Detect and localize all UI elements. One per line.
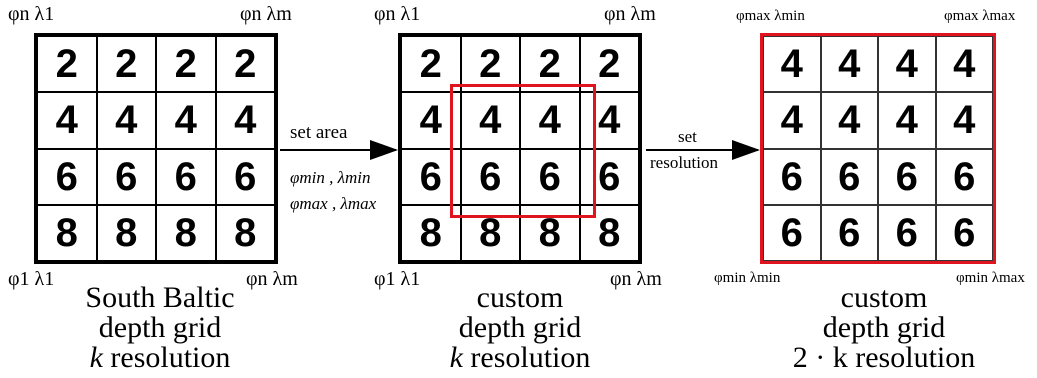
grid-cell: 4 bbox=[878, 92, 936, 149]
grid-cell: 6 bbox=[820, 148, 878, 205]
resolution-word: resolution bbox=[462, 341, 591, 374]
caption-line: custom bbox=[840, 281, 928, 314]
grid-cell: 4 bbox=[215, 92, 275, 149]
grid-cell: 4 bbox=[820, 36, 878, 93]
grid-cell: 2 bbox=[96, 36, 156, 93]
grid-cell: 4 bbox=[935, 92, 993, 149]
grid-cell: 4 bbox=[820, 92, 878, 149]
grid-cell: 6 bbox=[37, 148, 97, 205]
grid1-corner-top-left: φn λ1 bbox=[8, 3, 55, 25]
grid2-caption: custom depth grid k resolution bbox=[400, 283, 640, 373]
grid-cell: 4 bbox=[460, 92, 520, 149]
grid-cell: 6 bbox=[935, 148, 993, 205]
grid-cell: 6 bbox=[156, 148, 216, 205]
grid-cell: 6 bbox=[763, 148, 821, 205]
grid-cell: 6 bbox=[878, 204, 936, 261]
grid-cell: 6 bbox=[935, 204, 993, 261]
grid-cell: 8 bbox=[96, 204, 156, 261]
grid-cell: 6 bbox=[460, 148, 520, 205]
grid-cell: 8 bbox=[460, 204, 520, 261]
grid-cell: 6 bbox=[878, 148, 936, 205]
grid-cell: 2 bbox=[215, 36, 275, 93]
caption-line: k resolution bbox=[400, 343, 640, 373]
grid-cell: 4 bbox=[763, 92, 821, 149]
resolution-factor: k bbox=[449, 341, 463, 374]
grid3-corner-top-left: φmax λmin bbox=[736, 8, 805, 24]
grid3-corner-bottom-left: φmin λmin bbox=[714, 270, 781, 286]
resolution-word: resolution bbox=[847, 341, 976, 374]
grid2-corner-bottom-left: φ1 λ1 bbox=[374, 268, 421, 290]
resolution-label: resolution bbox=[650, 153, 718, 172]
resolution-factor: k bbox=[89, 341, 103, 374]
grid-cell: 4 bbox=[579, 92, 639, 149]
caption-line: South Baltic bbox=[85, 281, 235, 314]
resolution-word: resolution bbox=[102, 341, 231, 374]
grid-cell: 4 bbox=[401, 92, 461, 149]
grid2-corner-top-left: φn λ1 bbox=[374, 3, 421, 25]
grid3-corner-bottom-right: φmin λmax bbox=[956, 270, 1025, 286]
resolution-factor: 2 · k bbox=[792, 341, 848, 374]
grid-cell: 2 bbox=[37, 36, 97, 93]
caption-line: 2 · k resolution bbox=[764, 343, 1004, 373]
grid-cell: 6 bbox=[401, 148, 461, 205]
grid-cell: 2 bbox=[156, 36, 216, 93]
grid-cell: 6 bbox=[579, 148, 639, 205]
grid-cell: 2 bbox=[520, 36, 580, 93]
grid-cell: 4 bbox=[156, 92, 216, 149]
grid-cell: 8 bbox=[156, 204, 216, 261]
caption-line: depth grid bbox=[458, 311, 582, 344]
grid-cell: 6 bbox=[763, 204, 821, 261]
grid-cell: 4 bbox=[763, 36, 821, 93]
grid-cell: 4 bbox=[878, 36, 936, 93]
grid-cell: 8 bbox=[520, 204, 580, 261]
caption-line: depth grid bbox=[822, 311, 946, 344]
grid-cell: 6 bbox=[215, 148, 275, 205]
grid2-corner-top-right: φn λm bbox=[604, 3, 656, 25]
grid-cell: 4 bbox=[520, 92, 580, 149]
grid1-caption: South Baltic depth grid k resolution bbox=[40, 283, 280, 373]
grid-cell: 2 bbox=[401, 36, 461, 93]
caption-line: custom bbox=[476, 281, 564, 314]
grid3-corner-top-right: φmax λmax bbox=[944, 8, 1016, 24]
grid1-corner-top-right: φn λm bbox=[240, 3, 292, 25]
grid2-corner-bottom-right: φn λm bbox=[610, 268, 662, 290]
grid-cell: 2 bbox=[579, 36, 639, 93]
grid-cell: 8 bbox=[579, 204, 639, 261]
grid-cell: 4 bbox=[37, 92, 97, 149]
grid-cell: 8 bbox=[215, 204, 275, 261]
grid-cell: 6 bbox=[820, 204, 878, 261]
grid-cell: 8 bbox=[401, 204, 461, 261]
area-max-coords: φmax , λmax bbox=[290, 194, 377, 213]
area-min-coords: φmin , λmin bbox=[290, 168, 371, 187]
caption-line: k resolution bbox=[40, 343, 280, 373]
grid-cell: 4 bbox=[96, 92, 156, 149]
grid-cell: 4 bbox=[935, 36, 993, 93]
set-area-label: set area bbox=[290, 122, 348, 143]
grid3-caption: custom depth grid 2 · k resolution bbox=[764, 283, 1004, 373]
grid-cell: 2 bbox=[460, 36, 520, 93]
grid-cell: 6 bbox=[96, 148, 156, 205]
grid-cell: 6 bbox=[520, 148, 580, 205]
grid1-corner-bottom-left: φ1 λ1 bbox=[8, 268, 55, 290]
grid-cell: 8 bbox=[37, 204, 97, 261]
grid1-corner-bottom-right: φn λm bbox=[246, 268, 298, 290]
selected-area-box bbox=[450, 84, 596, 218]
caption-line: depth grid bbox=[98, 311, 222, 344]
set-label: set bbox=[678, 127, 697, 146]
